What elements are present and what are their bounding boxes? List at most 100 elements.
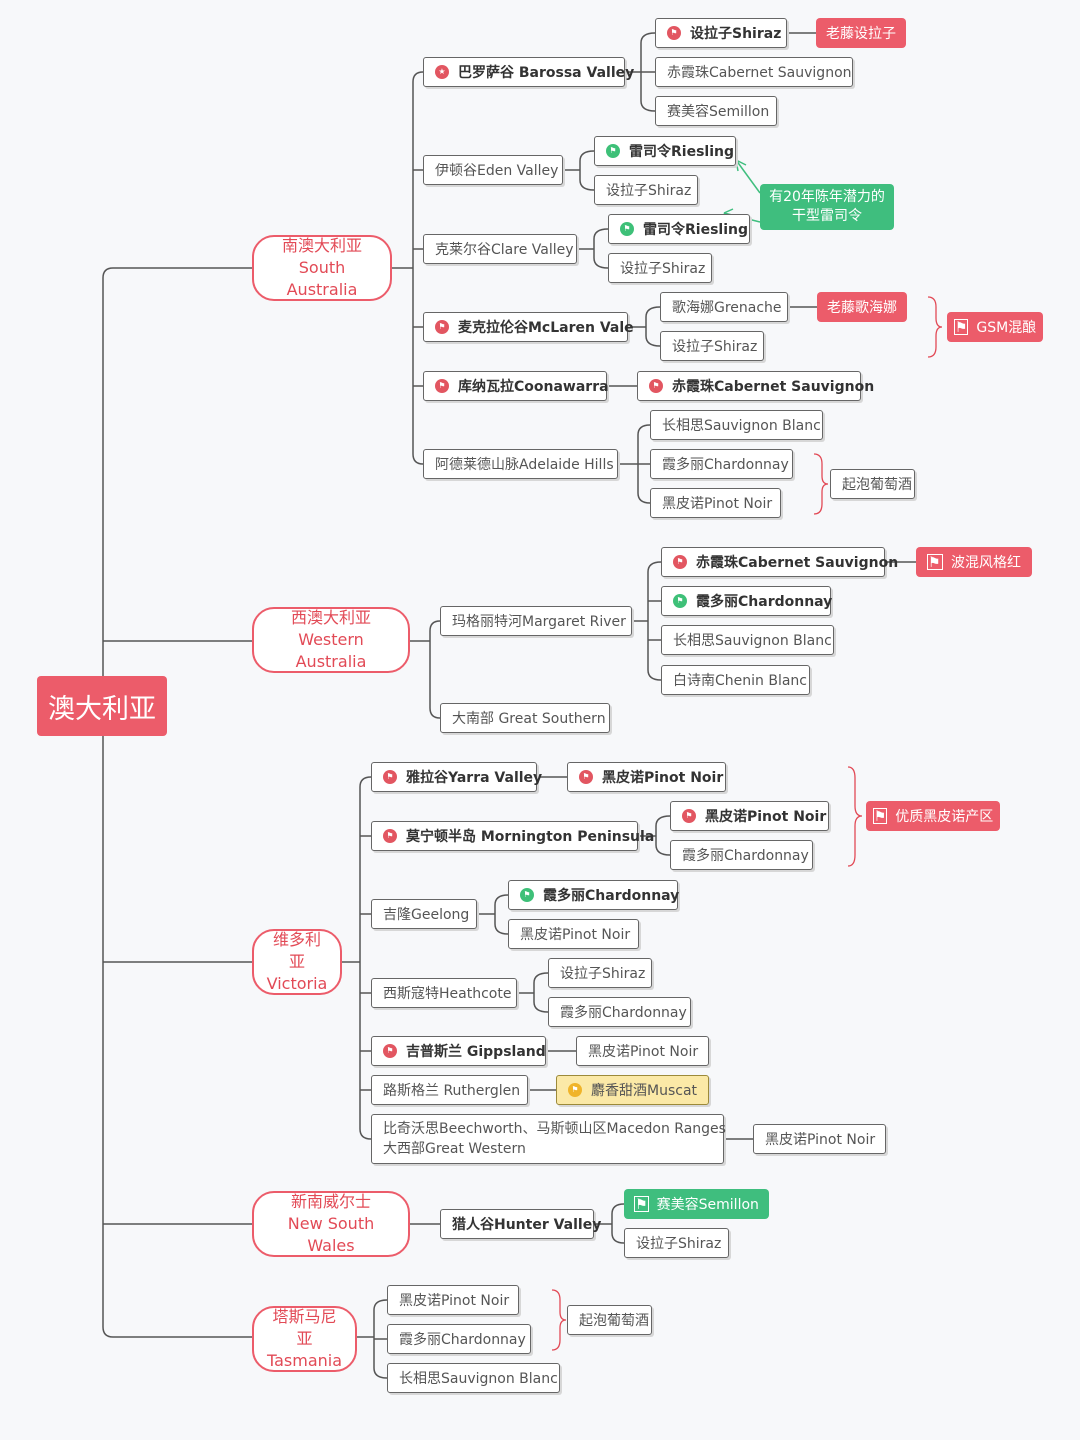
- flag-icon: ⚑: [649, 379, 663, 393]
- region-en-label: Tasmania: [266, 1351, 343, 1370]
- flag-icon: ⚑: [568, 1083, 582, 1097]
- region-victoria[interactable]: 维多利亚 Victoria: [252, 929, 342, 995]
- node-margaret-chardonnay[interactable]: ⚑ 霞多丽Chardonnay: [661, 586, 832, 616]
- region-new-south-wales[interactable]: 新南威尔士 New South Wales: [252, 1191, 410, 1257]
- node-geelong[interactable]: 吉隆Geelong: [371, 899, 477, 929]
- tag-gsm-blend[interactable]: ⚑ GSM混酿: [947, 312, 1043, 342]
- node-clare-valley[interactable]: 克莱尔谷Clare Valley: [423, 234, 577, 264]
- region-zh-label: 新南威尔士: [290, 1192, 371, 1211]
- flag-icon: ⚑: [435, 379, 449, 393]
- note-line-2: 干型雷司令: [792, 208, 862, 224]
- tag-bordeaux-blend[interactable]: ⚑ 波混风格红: [916, 547, 1032, 577]
- root-node-australia[interactable]: 澳大利亚: [37, 676, 167, 736]
- node-margaret-cabernet[interactable]: ⚑ 赤霞珠Cabernet Sauvignon: [661, 547, 898, 577]
- node-label: 赤霞珠Cabernet Sauvignon: [672, 379, 875, 395]
- node-label: 雷司令Riesling: [629, 144, 734, 160]
- tag-old-vine-shiraz[interactable]: 老藤设拉子: [816, 18, 906, 48]
- flag-icon: ⚑: [634, 1196, 649, 1213]
- node-eden-shiraz[interactable]: 设拉子Shiraz: [594, 175, 698, 205]
- node-barossa-semillon[interactable]: 赛美容Semillon: [655, 96, 777, 126]
- region-en-label: New South Wales: [287, 1214, 375, 1255]
- node-mclaren-vale[interactable]: ⚑ 麦克拉伦谷McLaren Vale: [423, 312, 634, 342]
- node-gippsland[interactable]: ⚑ 吉普斯兰 Gippsland: [371, 1036, 546, 1066]
- flag-icon: ⚑: [620, 222, 634, 236]
- node-mornington-chardonnay[interactable]: 霞多丽Chardonnay: [670, 840, 813, 870]
- tag-label: GSM混酿: [976, 320, 1037, 336]
- node-tasmania-sparkling[interactable]: 起泡葡萄酒: [567, 1305, 652, 1335]
- node-label: 麝香甜酒Muscat: [591, 1083, 698, 1099]
- note-aging-riesling[interactable]: 有20年陈年潜力的 干型雷司令: [760, 184, 894, 230]
- node-label: 麦克拉伦谷McLaren Vale: [458, 320, 634, 336]
- node-label: 吉普斯兰 Gippsland: [406, 1044, 546, 1060]
- flag-icon: ⚑: [383, 770, 397, 784]
- node-label: 设拉子Shiraz: [690, 26, 782, 42]
- node-yarra-pinot-noir[interactable]: ⚑ 黑皮诺Pinot Noir: [567, 762, 726, 792]
- node-coonawarra-cabernet[interactable]: ⚑ 赤霞珠Cabernet Sauvignon: [637, 371, 874, 401]
- node-tasmania-pinot-noir[interactable]: 黑皮诺Pinot Noir: [387, 1285, 519, 1315]
- tag-premium-pinot-region[interactable]: ⚑ 优质黑皮诺产区: [866, 801, 1000, 831]
- node-barossa-valley[interactable]: ★ 巴罗萨谷 Barossa Valley: [423, 57, 634, 87]
- region-zh-label: 西澳大利亚: [290, 608, 371, 627]
- node-barossa-shiraz[interactable]: ⚑ 设拉子Shiraz: [655, 18, 787, 48]
- node-label: 赤霞珠Cabernet Sauvignon: [696, 555, 899, 571]
- flag-icon: ⚑: [927, 554, 943, 571]
- region-western-australia[interactable]: 西澳大利亚 Western Australia: [252, 607, 410, 673]
- node-heathcote-shiraz[interactable]: 设拉子Shiraz: [548, 958, 652, 988]
- node-rutherglen-muscat[interactable]: ⚑ 麝香甜酒Muscat: [556, 1075, 709, 1105]
- node-tasmania-chardonnay[interactable]: 霞多丽Chardonnay: [387, 1324, 531, 1354]
- node-heathcote[interactable]: 西斯寇特Heathcote: [371, 978, 517, 1008]
- node-label: 莫宁顿半岛 Mornington Peninsula: [406, 829, 655, 845]
- node-label-line-2: 大西部Great Western: [383, 1141, 526, 1157]
- node-beechworth-pinot-noir[interactable]: 黑皮诺Pinot Noir: [753, 1124, 886, 1154]
- node-label: 库纳瓦拉Coonawarra: [458, 379, 609, 395]
- region-en-label: South Australia: [286, 258, 358, 299]
- node-geelong-chardonnay[interactable]: ⚑ 霞多丽Chardonnay: [508, 880, 679, 910]
- node-adelaide-hills[interactable]: 阿德莱德山脉Adelaide Hills: [423, 449, 618, 479]
- node-yarra-valley[interactable]: ⚑ 雅拉谷Yarra Valley: [371, 762, 542, 792]
- flag-icon: ⚑: [872, 808, 888, 825]
- flag-icon: ⚑: [673, 555, 687, 569]
- flag-icon: ⚑: [673, 594, 687, 608]
- node-hunter-shiraz[interactable]: 设拉子Shiraz: [624, 1228, 729, 1258]
- node-geelong-pinot-noir[interactable]: 黑皮诺Pinot Noir: [508, 919, 639, 949]
- tag-label: 赛美容Semillon: [656, 1197, 759, 1213]
- node-mclaren-grenache[interactable]: 歌海娜Grenache: [660, 292, 788, 322]
- node-heathcote-chardonnay[interactable]: 霞多丽Chardonnay: [548, 997, 691, 1027]
- node-mclaren-shiraz[interactable]: 设拉子Shiraz: [660, 331, 764, 361]
- node-mornington-peninsula[interactable]: ⚑ 莫宁顿半岛 Mornington Peninsula: [371, 821, 654, 851]
- node-great-southern[interactable]: 大南部 Great Southern: [440, 703, 610, 733]
- node-adelaide-pinot-noir[interactable]: 黑皮诺Pinot Noir: [650, 488, 781, 518]
- region-zh-label: 塔斯马尼亚: [272, 1307, 337, 1348]
- node-tasmania-sauvignon-blanc[interactable]: 长相思Sauvignon Blanc: [387, 1363, 560, 1393]
- node-hunter-semillon[interactable]: ⚑ 赛美容Semillon: [624, 1189, 769, 1219]
- node-beechworth-macedon-great-western[interactable]: 比奇沃思Beechworth、马斯顿山区Macedon Ranges 大西部Gr…: [371, 1114, 726, 1164]
- tag-old-vine-grenache[interactable]: 老藤歌海娜: [817, 292, 907, 322]
- node-label: 雷司令Riesling: [643, 222, 748, 238]
- region-south-australia[interactable]: 南澳大利亚 South Australia: [252, 235, 392, 301]
- node-label: 雅拉谷Yarra Valley: [406, 770, 543, 786]
- node-adelaide-sauvignon-blanc[interactable]: 长相思Sauvignon Blanc: [650, 410, 823, 440]
- node-coonawarra[interactable]: ⚑ 库纳瓦拉Coonawarra: [423, 371, 609, 401]
- region-zh-label: 维多利亚: [272, 930, 321, 971]
- node-hunter-valley[interactable]: 猎人谷Hunter Valley: [440, 1209, 601, 1239]
- node-clare-shiraz[interactable]: 设拉子Shiraz: [608, 253, 712, 283]
- node-mornington-pinot-noir[interactable]: ⚑ 黑皮诺Pinot Noir: [670, 801, 829, 831]
- node-rutherglen[interactable]: 路斯格兰 Rutherglen: [371, 1075, 528, 1105]
- node-margaret-sauvignon-blanc[interactable]: 长相思Sauvignon Blanc: [661, 625, 834, 655]
- node-adelaide-sparkling[interactable]: 起泡葡萄酒: [830, 469, 915, 499]
- node-clare-riesling[interactable]: ⚑ 雷司令Riesling: [608, 214, 750, 244]
- region-tasmania[interactable]: 塔斯马尼亚 Tasmania: [252, 1306, 357, 1372]
- note-line-1: 有20年陈年潜力的: [769, 189, 885, 205]
- flag-icon: ⚑: [579, 770, 593, 784]
- node-eden-valley[interactable]: 伊顿谷Eden Valley: [423, 155, 563, 185]
- node-margaret-river[interactable]: 玛格丽特河Margaret River: [440, 606, 632, 636]
- region-zh-label: 南澳大利亚: [281, 236, 362, 255]
- node-barossa-cabernet[interactable]: 赤霞珠Cabernet Sauvignon: [655, 57, 853, 87]
- node-adelaide-chardonnay[interactable]: 霞多丽Chardonnay: [650, 449, 793, 479]
- node-eden-riesling[interactable]: ⚑ 雷司令Riesling: [594, 136, 736, 166]
- flag-icon: ⚑: [953, 319, 969, 336]
- tag-label: 优质黑皮诺产区: [895, 809, 994, 825]
- node-gippsland-pinot-noir[interactable]: 黑皮诺Pinot Noir: [576, 1036, 709, 1066]
- node-margaret-chenin-blanc[interactable]: 白诗南Chenin Blanc: [661, 665, 810, 695]
